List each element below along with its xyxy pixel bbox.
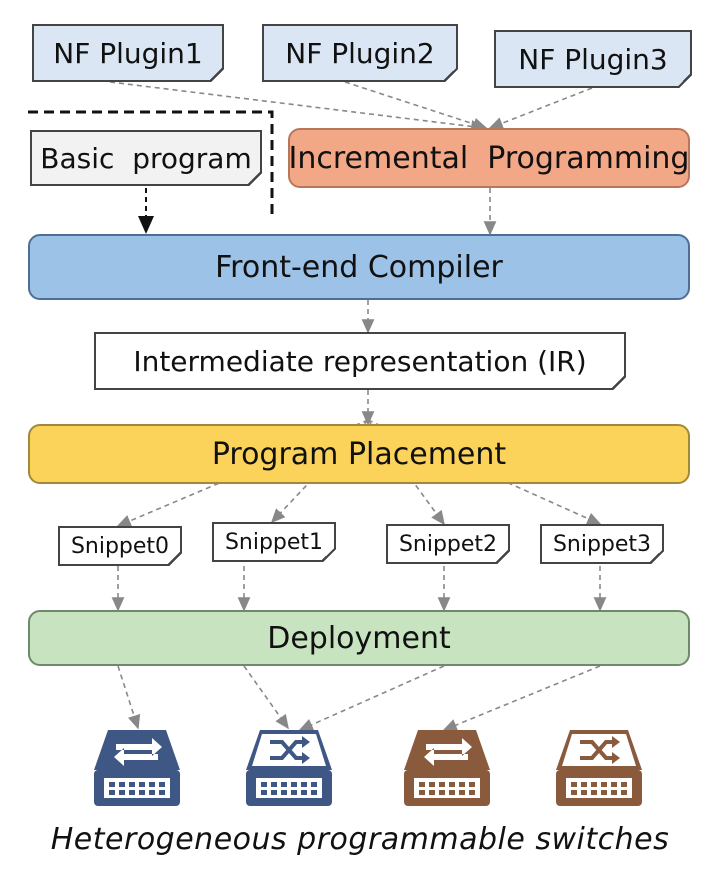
- basic-program-label: Basic program: [40, 141, 252, 175]
- incremental-programming-box: Incremental Programming: [288, 128, 690, 188]
- arrow-deployment-to-switch1b: [298, 665, 445, 731]
- nf-plugin1-note: NF Plugin1: [32, 24, 224, 82]
- switch2-arrows-exchange-icon: [404, 730, 490, 806]
- deployment-label: Deployment: [267, 620, 451, 656]
- program-placement-box: Program Placement: [28, 424, 690, 484]
- arrow-deployment-to-switch1a: [243, 665, 289, 730]
- ir-note: Intermediate representation (IR): [94, 332, 626, 390]
- basic-program-region-border: [28, 110, 274, 216]
- arrow-plugin2-to-incremental: [344, 81, 488, 131]
- nf-plugin2-label: NF Plugin2: [285, 36, 435, 70]
- frontend-compiler-box: Front-end Compiler: [28, 234, 690, 300]
- basic-program-note: Basic program: [30, 130, 262, 186]
- nf-plugin2-note: NF Plugin2: [262, 24, 458, 82]
- deployment-box: Deployment: [28, 610, 690, 666]
- snippet2-note: Snippet2: [386, 524, 510, 564]
- frontend-compiler-label: Front-end Compiler: [215, 249, 503, 285]
- switch1-shuffle-icon: [246, 730, 332, 806]
- switch3-shuffle-icon: [556, 730, 642, 806]
- nf-plugin3-note: NF Plugin3: [494, 30, 692, 88]
- nf-plugin3-label: NF Plugin3: [518, 42, 668, 76]
- switch0-arrows-exchange-icon: [94, 730, 180, 806]
- snippet1-note: Snippet1: [212, 522, 336, 562]
- snippet0-label: Snippet0: [70, 533, 170, 559]
- arrow-deployment-to-switch2: [442, 665, 601, 732]
- snippet3-note: Snippet3: [540, 524, 664, 564]
- snippet3-label: Snippet3: [552, 531, 652, 557]
- arrow-plugin3-to-incremental: [488, 87, 593, 130]
- program-placement-label: Program Placement: [211, 436, 507, 472]
- ir-label: Intermediate representation (IR): [133, 344, 587, 378]
- snippet2-label: Snippet2: [398, 531, 498, 557]
- incremental-programming-label: Incremental Programming: [288, 140, 690, 176]
- nf-plugin1-label: NF Plugin1: [53, 36, 203, 70]
- caption: Heterogeneous programmable switches: [50, 822, 670, 857]
- arrow-plugin1-to-incremental: [109, 81, 486, 133]
- snippet0-note: Snippet0: [58, 526, 182, 566]
- snippet1-label: Snippet1: [224, 529, 324, 555]
- arrow-deployment-to-switch0: [117, 665, 141, 730]
